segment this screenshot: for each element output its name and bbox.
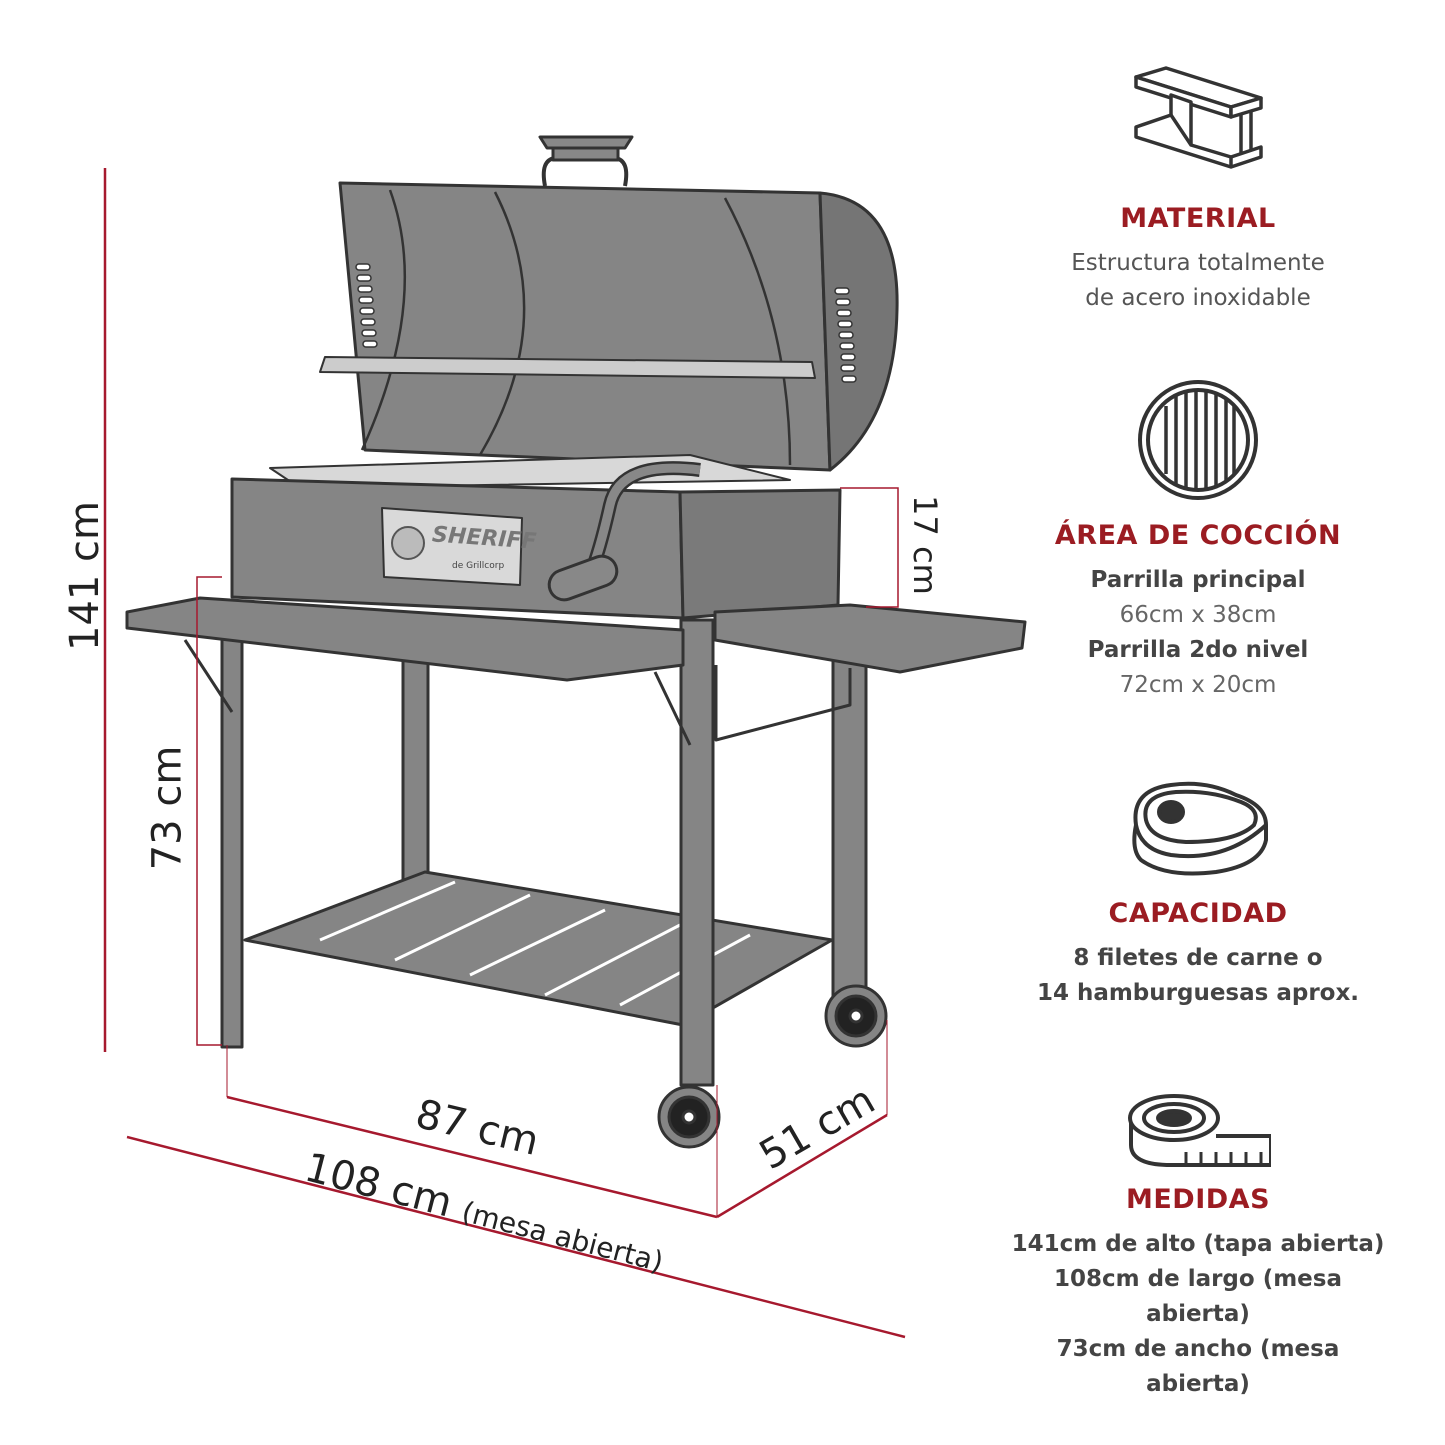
lid-vents-right [834, 287, 857, 383]
leg-back-left [401, 648, 430, 882]
second-grate-size: 72cm x 20cm [1119, 672, 1277, 698]
right-side-table [713, 603, 1027, 674]
steel-beam-icon [1133, 66, 1263, 169]
feature-line: 8 filetes de carne o [1073, 945, 1323, 971]
wheel-front [657, 1085, 721, 1149]
leg-front-right [679, 618, 715, 1087]
dim-height-total: 141 cm [62, 500, 109, 652]
second-grate-label: Parrilla 2do nivel [1087, 637, 1309, 663]
dimension-lines [103, 168, 906, 1339]
grill-grate-icon [1138, 380, 1258, 500]
feature-title: MEDIDAS [1125, 1184, 1271, 1215]
feature-line: 73cm de ancho (mesa abierta) [1056, 1336, 1340, 1397]
feature-title: CAPACIDAD [1108, 898, 1288, 929]
firebox-side [678, 488, 842, 620]
feature-title: ÁREA DE COCCIÓN [1054, 520, 1342, 551]
dim-height-table: 73 cm [144, 745, 191, 871]
dim-firebox-height: 17 cm [905, 495, 944, 595]
brand-plate [381, 507, 523, 586]
grill-lid [338, 181, 832, 472]
feature-line: 141cm de alto (tapa abierta) [1011, 1231, 1385, 1257]
measuring-tape-icon [1127, 1094, 1271, 1167]
main-grate-size: 66cm x 38cm [1119, 602, 1277, 628]
feature-line: Estructura totalmente [1071, 250, 1325, 276]
lid-vents-left [355, 263, 378, 348]
left-side-table [125, 596, 685, 682]
feature-capacity: CAPACIDAD 8 filetes de carne o 14 hambur… [1010, 780, 1386, 1011]
feature-line: 108cm de largo (mesa abierta) [1054, 1266, 1342, 1327]
brand-logo-subtext: de Grillcorp [452, 561, 505, 571]
upper-grate [319, 356, 816, 379]
lid-end-cap [818, 191, 899, 472]
main-grate-label: Parrilla principal [1090, 567, 1306, 593]
bottom-shelf [243, 870, 834, 1027]
feature-cooking-area: ÁREA DE COCCIÓN Parrilla principal 66cm … [1010, 378, 1386, 703]
feature-line: de acero inoxidable [1085, 285, 1311, 311]
wheel-back [824, 984, 888, 1048]
lid-handle [538, 135, 634, 187]
feature-line: 14 hamburguesas aprox. [1036, 980, 1360, 1006]
steak-icon [1131, 781, 1268, 876]
feature-title: MATERIAL [1120, 203, 1276, 234]
feature-material: MATERIAL Estructura totalmente de acero … [1010, 65, 1386, 316]
feature-measures: MEDIDAS 141cm de alto (tapa abierta) 108… [1010, 1090, 1386, 1402]
leg-front-left [220, 628, 244, 1049]
